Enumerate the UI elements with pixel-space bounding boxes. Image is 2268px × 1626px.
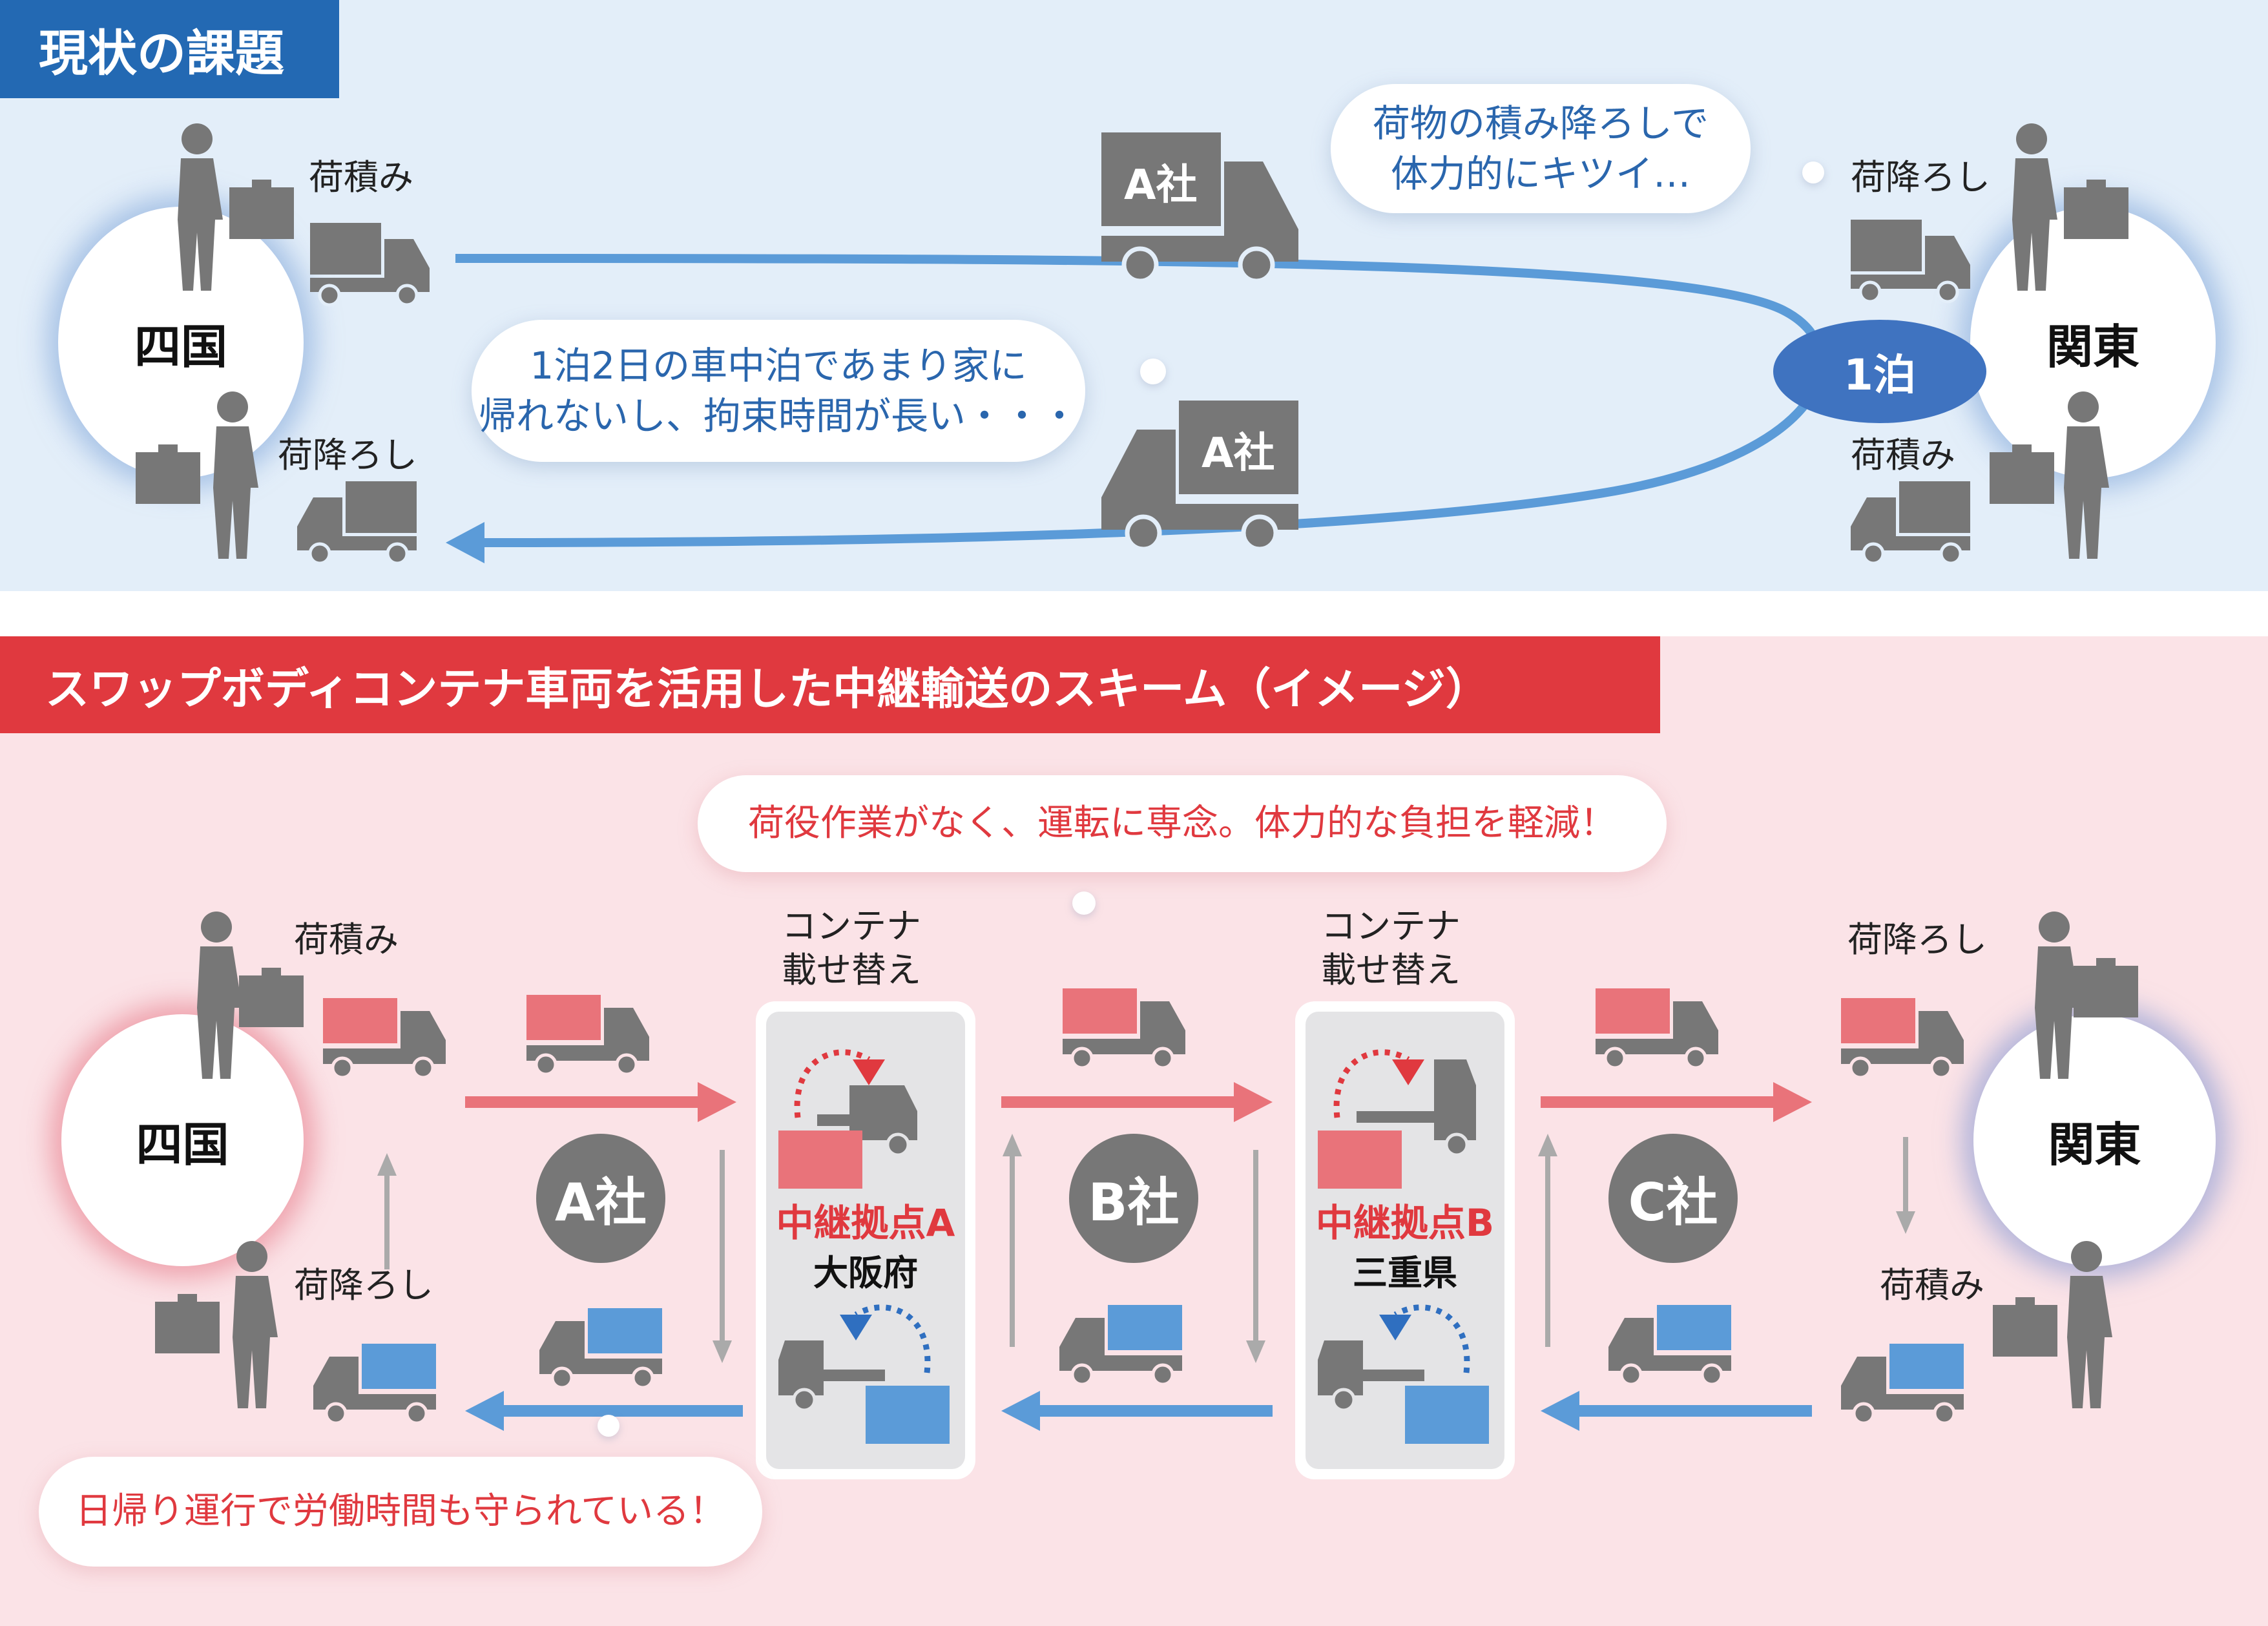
swap-label-line: コンテナ [782, 906, 921, 946]
turnaround-arrow-down [1896, 1137, 1915, 1234]
outbound-truck-icon [323, 998, 446, 1078]
day-trip-bubble: 日帰り運行で労働時間も守られている！ [39, 1457, 762, 1567]
dest-unload-label: 荷降ろし [1851, 157, 1990, 198]
thought-dot [598, 1415, 619, 1437]
return-arrow-head [446, 522, 484, 563]
swap-label-line: 載せ替え [1321, 949, 1461, 990]
bubble-line: 1泊2日の車中泊であまり家に [530, 343, 1027, 388]
company-badge-c: C社 [1608, 1134, 1738, 1263]
swap-label-line: 載せ替え [782, 949, 921, 990]
box-icon [1990, 444, 2054, 504]
turnaround-arrow-up [1538, 1134, 1557, 1347]
turnaround-arrow-down [1246, 1150, 1265, 1363]
turnaround-arrow-down [713, 1150, 732, 1363]
relay-prefecture: 大阪府 [813, 1253, 918, 1293]
long-trip-thought-bubble: 1泊2日の車中泊であまり家に 帰れないし、拘束時間が長い・・・ [472, 320, 1085, 462]
outbound-truck-icon [1063, 988, 1185, 1068]
origin-unload-label: 荷降ろし [294, 1265, 433, 1306]
outbound-arrow [1541, 1082, 1812, 1122]
worker-icon [2035, 912, 2080, 1079]
current-issues-header: 現状の課題 [0, 0, 339, 98]
container-swap-label: コンテナ 載せ替え [1321, 904, 1461, 992]
box-icon [155, 1294, 220, 1353]
worker-icon [2012, 123, 2057, 291]
company-badge-a: A社 [536, 1134, 665, 1263]
box-icon [136, 444, 200, 504]
worker-icon [233, 1241, 278, 1408]
large-truck-company-label: A社 [1124, 162, 1198, 209]
container-swap-inbound-icon [1318, 1304, 1489, 1444]
scheme-graphics [155, 912, 2138, 1444]
container-swap-inbound-icon [778, 1304, 950, 1444]
container-swap-outbound-icon [1318, 1049, 1476, 1189]
box-icon [2064, 180, 2128, 239]
origin-region-shikoku: 四国 [61, 1014, 304, 1266]
outbound-truck-icon [1596, 988, 1718, 1068]
hard-work-thought-bubble: 荷物の積み降ろしで 体力的にキツイ… [1331, 84, 1751, 213]
inbound-truck-icon [1841, 1344, 1964, 1423]
origin-unload-label: 荷降ろし [278, 435, 417, 475]
truck-icon [1851, 220, 1970, 302]
worker-icon [2064, 391, 2109, 559]
container-swap-label: コンテナ 載せ替え [782, 904, 921, 992]
destination-name: 関東 [2048, 1117, 2141, 1172]
outbound-truck-icon [526, 995, 649, 1074]
dest-load-label: 荷積み [1880, 1265, 1984, 1306]
dest-load-label: 荷積み [1851, 435, 1955, 475]
destination-name: 関東 [2046, 319, 2139, 374]
inbound-truck-icon [1059, 1305, 1182, 1384]
worker-icon [178, 123, 223, 291]
relay-name: 中継拠点B [1315, 1201, 1495, 1245]
swap-label-line: コンテナ [1321, 906, 1461, 946]
box-icon [1993, 1297, 2057, 1357]
turnaround-arrow-up [377, 1153, 397, 1269]
large-truck-return-icon [1101, 401, 1298, 552]
thought-dot [1140, 359, 1166, 384]
no-cargo-handling-bubble: 荷役作業がなく、運転に専念。体力的な負担を軽減！ [698, 775, 1667, 872]
large-truck-company-label: A社 [1202, 430, 1275, 477]
outbound-arrow [465, 1082, 736, 1122]
truck-icon [1851, 481, 1970, 563]
thought-dot [1072, 891, 1096, 915]
turnaround-arrow-up [1003, 1134, 1022, 1347]
origin-name: 四国 [136, 1117, 229, 1172]
box-icon [229, 180, 294, 239]
dest-unload-label: 荷降ろし [1847, 919, 1987, 960]
relay-name: 中継拠点A [776, 1201, 955, 1245]
relay-prefecture: 三重県 [1353, 1253, 1457, 1293]
inbound-truck-icon [313, 1344, 436, 1423]
worker-icon [213, 391, 258, 559]
worker-icon [2067, 1241, 2112, 1408]
outbound-truck-icon [1841, 998, 1964, 1078]
bubble-line: 荷物の積み降ろしで [1372, 101, 1709, 145]
inbound-arrow [1001, 1391, 1273, 1431]
box-icon [239, 968, 304, 1027]
truck-icon [310, 223, 430, 305]
relay-scheme-header: スワップボディコンテナ車両を活用した中継輸送のスキーム（イメージ） [0, 636, 1660, 733]
top-icons [136, 123, 2128, 591]
outbound-arrow [1001, 1082, 1273, 1122]
bubble-line: 体力的にキツイ… [1390, 152, 1691, 196]
bubble-line: 帰れないし、拘束時間が長い・・・ [478, 394, 1078, 438]
large-truck-outbound-icon [1101, 132, 1298, 284]
current-issues-section: 現状の課題 四国 関東 1泊 荷積み 荷降ろし 荷降ろし 荷積み [0, 0, 2268, 591]
thought-dot [1802, 162, 1824, 183]
inbound-arrow [465, 1391, 743, 1431]
container-swap-outbound-icon [778, 1049, 917, 1189]
worker-icon [197, 912, 242, 1079]
destination-region-kanto: 関東 [1973, 1014, 2216, 1266]
relay-scheme-section: スワップボディコンテナ車両を活用した中継輸送のスキーム（イメージ） 四国 関東 … [0, 636, 2268, 1626]
origin-load-label: 荷積み [309, 157, 413, 198]
origin-load-label: 荷積み [294, 919, 399, 960]
company-badge-b: B社 [1069, 1134, 1198, 1263]
inbound-arrow [1541, 1391, 1812, 1431]
box-icon [2074, 958, 2138, 1017]
inbound-truck-icon [1608, 1305, 1731, 1384]
truck-icon [297, 481, 417, 563]
overnight-badge: 1泊 [1773, 320, 1986, 423]
origin-name: 四国 [134, 319, 227, 374]
inbound-truck-icon [539, 1308, 662, 1388]
